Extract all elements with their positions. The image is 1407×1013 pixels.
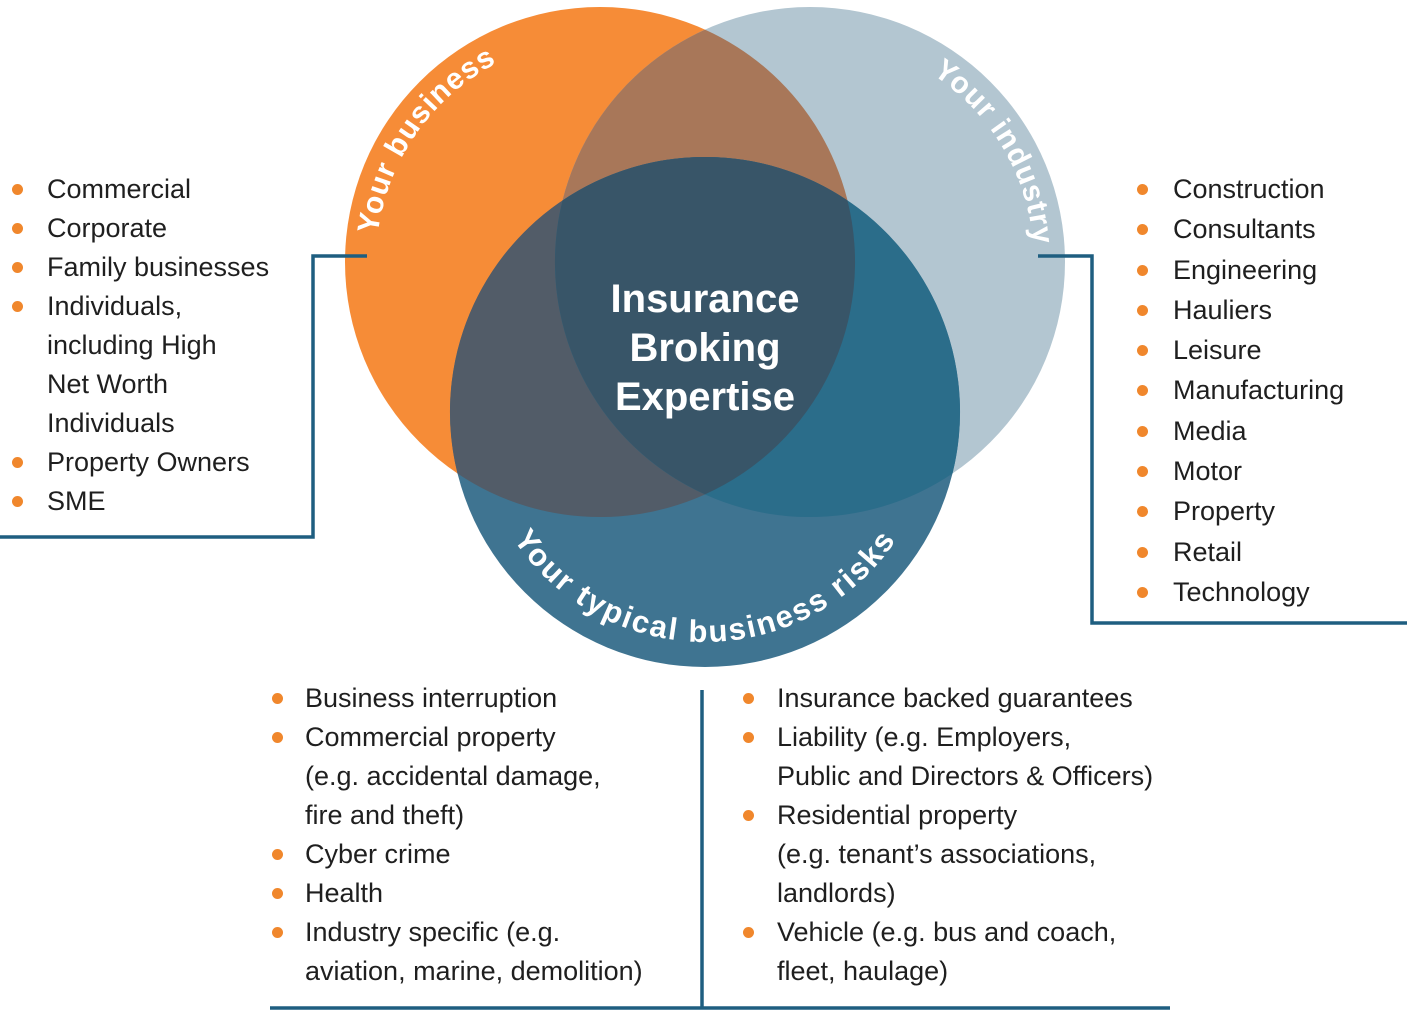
- connector-industry-list: [1038, 254, 1407, 625]
- risks-left-list-item: Industry specific (e.g. aviation, marine…: [270, 913, 710, 991]
- industry-list-item-text: Construction: [1173, 174, 1325, 204]
- industry-list-item-text: Property: [1173, 496, 1276, 527]
- risks-left-list-item-text: Business interruption: [305, 683, 558, 713]
- industry-list-item-text: Technology: [1173, 576, 1310, 607]
- bullet-icon: [272, 927, 283, 938]
- industry-list-item-text: Consultants: [1173, 214, 1316, 245]
- industry-list-item-text: Retail: [1173, 536, 1243, 567]
- industry-list-item: Manufacturing: [1135, 370, 1407, 410]
- bullet-icon: [1137, 184, 1148, 195]
- risks-right-list-item-text: Liability (e.g. Employers, Public and Di…: [777, 722, 1154, 791]
- risks-right-list-item-text: Residential property (e.g. tenant’s asso…: [777, 800, 1097, 908]
- risks-right-list-item: Residential property (e.g. tenant’s asso…: [741, 796, 1201, 913]
- bullet-icon: [743, 810, 754, 821]
- bullet-icon: [743, 732, 754, 743]
- bullet-icon: [1137, 546, 1148, 558]
- bullet-icon: [1137, 425, 1148, 437]
- center-title-line2: Broking: [629, 326, 780, 370]
- industry-list-item: Construction: [1135, 169, 1407, 209]
- risks-left-list-item-text: Cyber crime: [305, 839, 451, 869]
- center-title-line3: Expertise: [615, 375, 795, 419]
- risks-list-left: Business interruption Commercial propert…: [270, 679, 710, 991]
- bullet-icon: [272, 888, 283, 899]
- business-list-item-text: Family businesses: [47, 252, 270, 282]
- industry-list-item: Technology: [1135, 572, 1407, 612]
- industry-list-item: Media: [1135, 411, 1407, 451]
- industry-list-item: Property: [1135, 491, 1407, 531]
- risks-left-list-item: Health: [270, 874, 710, 913]
- industry-list-item-text: Manufacturing: [1173, 375, 1345, 406]
- industry-list-item: Leisure: [1135, 330, 1407, 370]
- risks-list-right: Insurance backed guarantees Liability (e…: [741, 679, 1201, 991]
- bullet-icon: [272, 693, 283, 704]
- business-list-item: Individuals, including High Net Worth In…: [10, 287, 310, 443]
- center-title: Insurance Broking Expertise: [611, 277, 800, 419]
- industry-list-item: Hauliers: [1135, 290, 1407, 330]
- business-list-item-text: Commercial: [47, 174, 192, 204]
- industry-list-item: Motor: [1135, 451, 1407, 491]
- industry-list: Construction Consultants Engineering Hau…: [1135, 169, 1407, 612]
- bullet-icon: [1137, 304, 1148, 316]
- business-list-item: Property Owners: [10, 443, 310, 482]
- risks-left-list-item: Commercial property (e.g. accidental dam…: [270, 718, 710, 835]
- business-list-item-text: Property Owners: [47, 447, 250, 477]
- bullet-icon: [12, 301, 23, 312]
- risks-right-list-item-text: Vehicle (e.g. bus and coach, fleet, haul…: [777, 917, 1117, 986]
- industry-list-item-text: Engineering: [1173, 254, 1318, 285]
- bullet-icon: [272, 849, 283, 860]
- business-list-item-text: Corporate: [47, 213, 168, 243]
- industry-list-item-text: Motor: [1173, 456, 1243, 487]
- risks-right-list-item: Vehicle (e.g. bus and coach, fleet, haul…: [741, 913, 1201, 991]
- risks-left-list-item-text: Commercial property (e.g. accidental dam…: [305, 722, 601, 830]
- industry-list-item: Engineering: [1135, 250, 1407, 290]
- business-list-item-text: Individuals, including High Net Worth In…: [47, 291, 217, 438]
- business-list: Commercial Corporate Family businesses I…: [10, 170, 310, 521]
- business-list-item: Commercial: [10, 170, 310, 209]
- bullet-icon: [743, 693, 754, 704]
- bullet-icon: [743, 927, 754, 938]
- risks-left-list-item: Business interruption: [270, 679, 710, 718]
- industry-list-item-text: Media: [1173, 415, 1247, 446]
- overlap-center: [554, 156, 856, 495]
- bullet-icon: [1137, 264, 1148, 276]
- bullet-icon: [1137, 466, 1148, 478]
- bullet-icon: [12, 457, 23, 468]
- industry-list-item-text: Hauliers: [1173, 294, 1273, 325]
- industry-list-item-text: Leisure: [1173, 335, 1262, 366]
- bullet-icon: [1137, 224, 1148, 236]
- risks-left-list-item: Cyber crime: [270, 835, 710, 874]
- industry-list-item: Retail: [1135, 532, 1407, 572]
- industry-list-item: Consultants: [1135, 209, 1407, 249]
- bullet-icon: [1137, 345, 1148, 357]
- bullet-icon: [1137, 506, 1148, 518]
- risks-right-list-item: Liability (e.g. Employers, Public and Di…: [741, 718, 1201, 796]
- risks-right-list-item-text: Insurance backed guarantees: [777, 683, 1133, 713]
- bullet-icon: [12, 262, 23, 273]
- bullet-icon: [272, 732, 283, 743]
- center-title-line1: Insurance: [611, 277, 800, 321]
- business-list-item: SME: [10, 482, 310, 521]
- bullet-icon: [12, 184, 23, 195]
- bullet-icon: [1137, 385, 1148, 397]
- business-list-item: Family businesses: [10, 248, 310, 287]
- bullet-icon: [1137, 586, 1148, 598]
- bullet-icon: [12, 496, 23, 507]
- connector-business-list: [0, 254, 367, 539]
- business-list-item: Corporate: [10, 209, 310, 248]
- business-list-item-text: SME: [47, 486, 106, 516]
- bullet-icon: [12, 223, 23, 234]
- risks-left-list-item-text: Health: [305, 878, 384, 908]
- risks-left-list-item-text: Industry specific (e.g. aviation, marine…: [305, 917, 643, 986]
- risks-right-list-item: Insurance backed guarantees: [741, 679, 1201, 718]
